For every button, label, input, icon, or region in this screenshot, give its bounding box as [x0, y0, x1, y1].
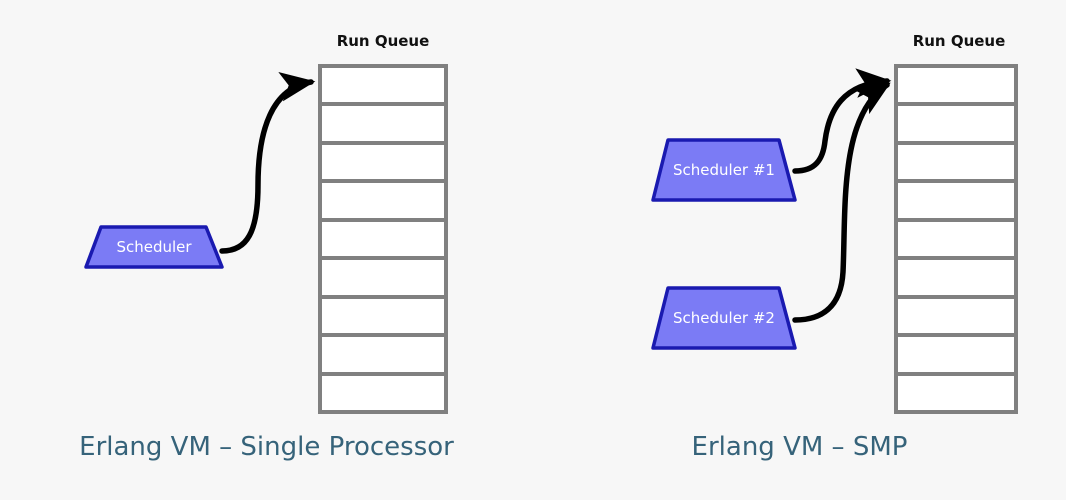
run-queue-label: Run Queue — [336, 32, 430, 50]
panel-caption: Erlang VM – Single Processor — [79, 432, 454, 462]
arrow-layer-single — [219, 72, 316, 254]
scheduler-node-1[interactable]: Scheduler #1 — [651, 138, 797, 202]
queue-cell — [898, 144, 1014, 184]
queue-cell — [322, 183, 444, 222]
queue-cell — [322, 106, 444, 145]
scheduler-node-2[interactable]: Scheduler #2 — [651, 286, 797, 350]
queue-cell — [898, 375, 1014, 410]
queue-cell — [898, 68, 1014, 107]
queue-cell — [898, 183, 1014, 222]
queue-cell — [322, 298, 444, 338]
trapezoid-shape — [651, 138, 797, 202]
panel-single-processor: Run Queue Scheduler — [79, 32, 454, 462]
queue-cell — [898, 298, 1014, 338]
queue-cell — [898, 221, 1014, 261]
queue-cell — [322, 68, 444, 107]
queue-cell — [322, 337, 444, 376]
panel-smp: Run Queue Scheduler #1 Scheduler #2 — [533, 0, 1066, 500]
run-queue — [894, 64, 1018, 414]
queue-cell — [898, 260, 1014, 299]
queue-cell — [898, 337, 1014, 376]
trapezoid-shape — [651, 286, 797, 350]
queue-cell — [322, 221, 444, 261]
panel-caption: Erlang VM – SMP — [691, 432, 908, 462]
queue-cell — [898, 106, 1014, 145]
queue-cell — [322, 144, 444, 184]
arrow-scheduler-to-queue — [219, 72, 316, 254]
scheduler-node[interactable]: Scheduler — [84, 225, 224, 269]
run-queue-label: Run Queue — [912, 32, 1006, 50]
arrow-scheduler1-to-queue — [792, 68, 892, 174]
queue-cell — [322, 260, 444, 299]
run-queue — [318, 64, 448, 414]
arrow-scheduler2-to-queue — [792, 82, 891, 323]
queue-cell — [322, 375, 444, 410]
trapezoid-shape — [84, 225, 224, 269]
